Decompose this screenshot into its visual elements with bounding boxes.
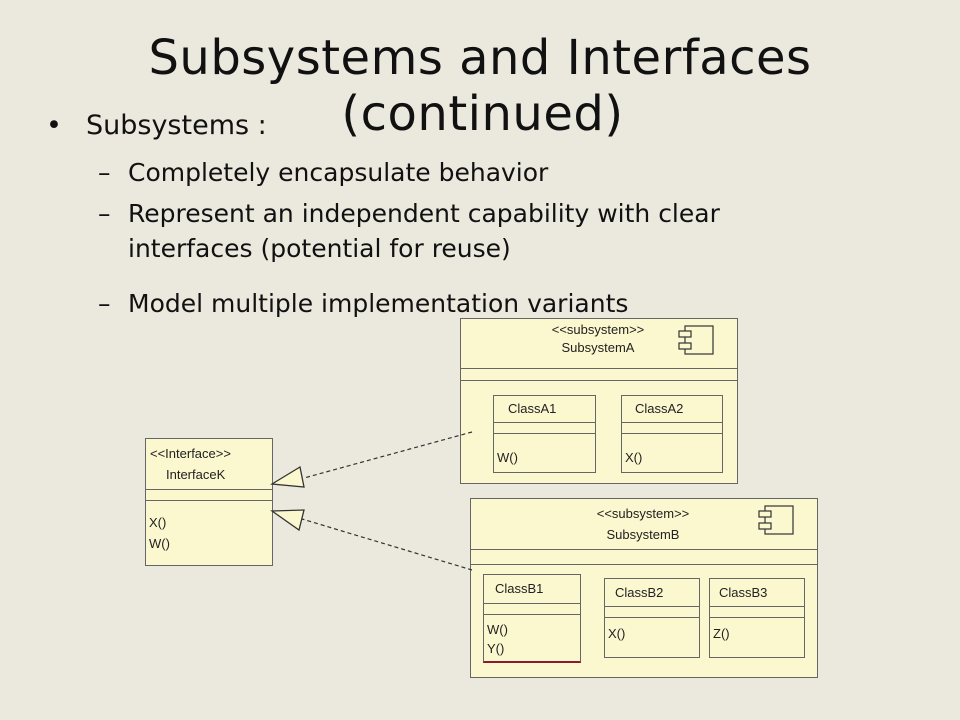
class-a2-divider	[621, 422, 722, 423]
bullet-text: Subsystems :	[86, 110, 267, 141]
component-icon-a	[678, 325, 714, 355]
class-b3-divider	[709, 606, 804, 607]
class-b2-divider	[604, 606, 699, 607]
dash: –	[98, 199, 111, 228]
subsystem-b-stereotype: <<subsystem>>	[596, 506, 690, 521]
class-a2-box	[621, 395, 723, 473]
class-b1-divider	[483, 614, 580, 615]
subpoint-1: –Completely encapsulate behavior	[98, 155, 548, 190]
bullet-subsystems: • Subsystems :	[46, 106, 267, 146]
subsystem-a-divider	[460, 380, 737, 381]
dash: –	[98, 289, 111, 318]
interface-k-stereotype: <<Interface>>	[150, 446, 231, 461]
interface-k-box	[145, 438, 273, 566]
subsystem-a-divider	[460, 368, 737, 369]
class-b3-divider	[709, 617, 804, 618]
class-b3-name: ClassB3	[719, 585, 768, 600]
class-a2-op: X()	[625, 450, 643, 465]
subpoint-3: –Model multiple implementation variants	[98, 286, 628, 321]
interface-k-op-2: W()	[149, 536, 170, 551]
class-b2-box	[604, 578, 700, 658]
slide-title: Subsystems and Interfaces (continued)	[0, 30, 960, 142]
class-b1-name: ClassB1	[495, 581, 544, 596]
class-a1-name: ClassA1	[508, 401, 557, 416]
subpoint-2: –Represent an independent capability wit…	[98, 196, 720, 266]
class-b1-divider	[483, 603, 580, 604]
subsystem-a-stereotype: <<subsystem>>	[551, 322, 645, 337]
dashed-line-a	[303, 431, 473, 479]
class-b3-op: Z()	[713, 626, 730, 641]
realization-connector-a	[269, 431, 473, 488]
dash: –	[98, 158, 111, 187]
class-b2-name: ClassB2	[615, 585, 664, 600]
subsystem-b-name: SubsystemB	[606, 527, 680, 542]
class-a2-name: ClassA2	[635, 401, 684, 416]
subpoint-1-text: Completely encapsulate behavior	[128, 158, 549, 187]
subpoint-2-text-line-1: Represent an independent capability with…	[128, 199, 720, 228]
interface-k-divider	[145, 500, 272, 501]
hollow-triangle-arrowhead-b	[270, 509, 305, 532]
title-line-1: Subsystems and Interfaces	[148, 30, 812, 86]
bullet-dot: •	[46, 110, 62, 141]
class-a2-divider	[621, 433, 722, 434]
class-a1-box	[493, 395, 596, 473]
class-a1-op: W()	[497, 450, 518, 465]
hollow-triangle-arrowhead-a	[269, 465, 305, 488]
interface-k-op-1: X()	[149, 515, 167, 530]
class-b1-op-2: Y()	[487, 641, 505, 656]
class-b1-op-1: W()	[487, 622, 508, 637]
subsystem-b-divider	[470, 549, 817, 550]
subpoint-2-text-line-2: interfaces (potential for reuse)	[128, 234, 511, 263]
class-b3-box	[709, 578, 805, 658]
subsystem-a-name: SubsystemA	[561, 340, 635, 355]
class-b2-op: X()	[608, 626, 626, 641]
component-icon-b	[758, 505, 794, 535]
subpoint-3-text: Model multiple implementation variants	[128, 289, 629, 318]
dashed-line-b	[301, 518, 473, 571]
class-a1-divider	[493, 422, 595, 423]
interface-k-name: InterfaceK	[166, 467, 226, 482]
class-a1-divider	[493, 433, 595, 434]
interface-k-divider	[145, 489, 272, 490]
class-b2-divider	[604, 617, 699, 618]
realization-connector-b	[270, 509, 473, 571]
title-line-2: (continued)	[341, 86, 624, 142]
subsystem-b-divider	[470, 564, 817, 565]
class-b1-box	[483, 574, 581, 663]
